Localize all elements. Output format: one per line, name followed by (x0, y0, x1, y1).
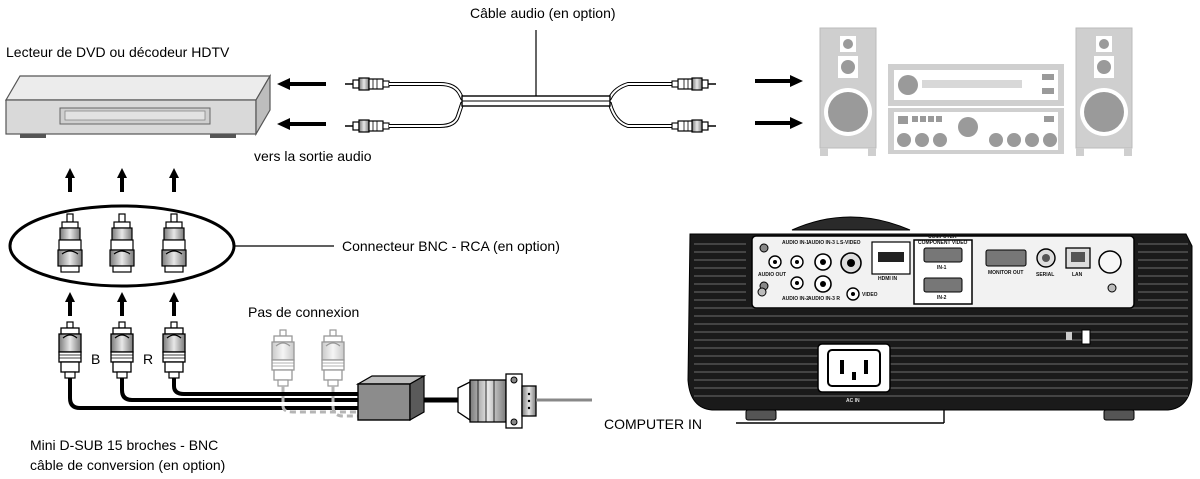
speaker-right (1075, 27, 1133, 156)
panel-video: VIDEO (862, 292, 878, 298)
bnc-b-label: B (91, 351, 101, 367)
conversion-cable-label-1: Mini D-SUB 15 broches - BNC (30, 437, 219, 453)
audio-arrow-left-top (277, 78, 326, 90)
video-arrows-up (65, 168, 179, 192)
panel-computer: COMPUTER (928, 234, 957, 240)
dvd-player-label: Lecteur de DVD ou décodeur HDTV (6, 44, 230, 60)
audio-out-label: vers la sortie audio (254, 148, 372, 164)
no-connection-label: Pas de connexion (248, 304, 360, 320)
bnc-rca-connectors (8, 204, 334, 288)
panel-audio-in-3-l: AUDIO IN-3 L (808, 240, 840, 246)
panel-audio-in-2: AUDIO IN-2 (782, 296, 809, 302)
speaker-left (819, 27, 877, 156)
panel-ac-in: AC IN (846, 398, 860, 404)
panel-audio-out: AUDIO OUT (758, 272, 787, 278)
panel-audio-in-3-r: AUDIO IN-3 R (808, 296, 840, 302)
panel-monitor-out: MONITOR OUT (988, 270, 1024, 276)
panel-in-2: IN-2 (937, 295, 947, 301)
conversion-cable (68, 373, 592, 429)
audio-arrow-right-top (755, 75, 803, 87)
audio-arrow-left-bottom (277, 118, 326, 130)
audio-arrow-right-bottom (755, 117, 803, 129)
amplifier (888, 64, 1064, 154)
panel-serial: SERIAL (1036, 272, 1055, 278)
panel-lan: LAN (1072, 272, 1083, 278)
dvd-player-device (4, 73, 272, 138)
computer-in-label: COMPUTER IN (604, 416, 702, 432)
panel-component-video: COMPONENT VIDEO (918, 240, 968, 246)
bnc-plugs (58, 321, 186, 379)
audio-cable (344, 30, 717, 133)
unconnected-bnc-plugs (271, 329, 345, 387)
bnc-r-label: R (143, 351, 154, 367)
audio-cable-label: Câble audio (en option) (470, 5, 616, 21)
panel-in-1: IN-1 (937, 265, 947, 271)
bnc-rca-label: Connecteur BNC - RCA (en option) (342, 238, 560, 254)
panel-s-video: S-VIDEO (840, 240, 861, 246)
panel-audio-in-1: AUDIO IN-1 (782, 240, 809, 246)
projector (687, 216, 1193, 421)
panel-hdmi-in: HDMI IN (878, 276, 898, 282)
bnc-arrows-up (65, 292, 179, 316)
conversion-cable-label-2: câble de conversion (en option) (30, 457, 226, 473)
